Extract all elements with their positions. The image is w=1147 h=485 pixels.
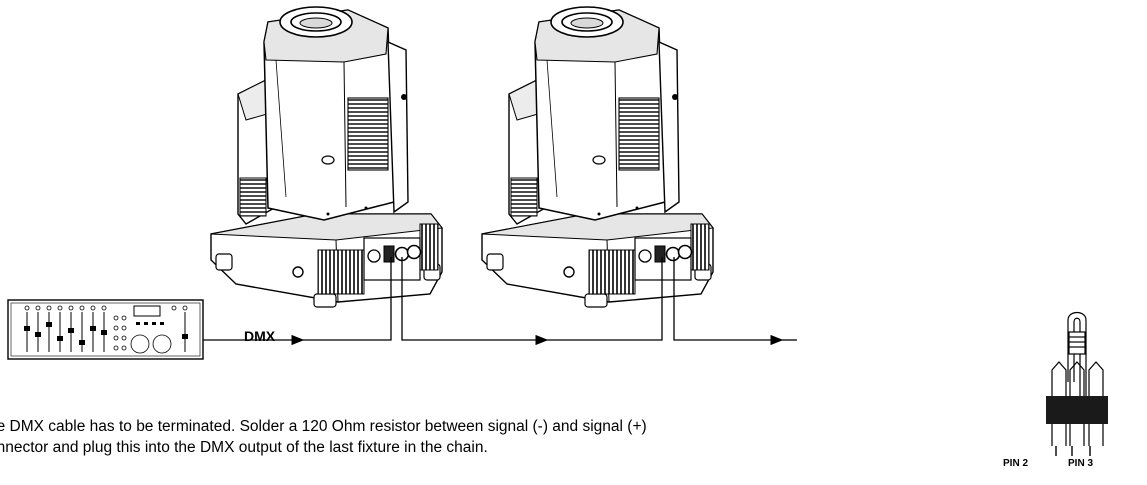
- moving-head-fixture-2: [481, 6, 714, 308]
- dmx-label: DMX: [244, 328, 276, 344]
- note-line-1: he DMX cable has to be terminated. Solde…: [0, 418, 647, 435]
- pin-3-label: PIN 3: [1068, 458, 1094, 469]
- note-line-2: onnector and plug this into the DMX outp…: [0, 439, 488, 456]
- moving-head-fixture-1: [210, 6, 443, 308]
- pin-2-label: PIN 2: [1003, 458, 1029, 469]
- terminator-plug: [1046, 311, 1108, 456]
- termination-note: he DMX cable has to be terminated. Solde…: [0, 416, 1018, 458]
- dmx-signal-lines: [203, 257, 797, 346]
- dmx-controller: [7, 299, 204, 360]
